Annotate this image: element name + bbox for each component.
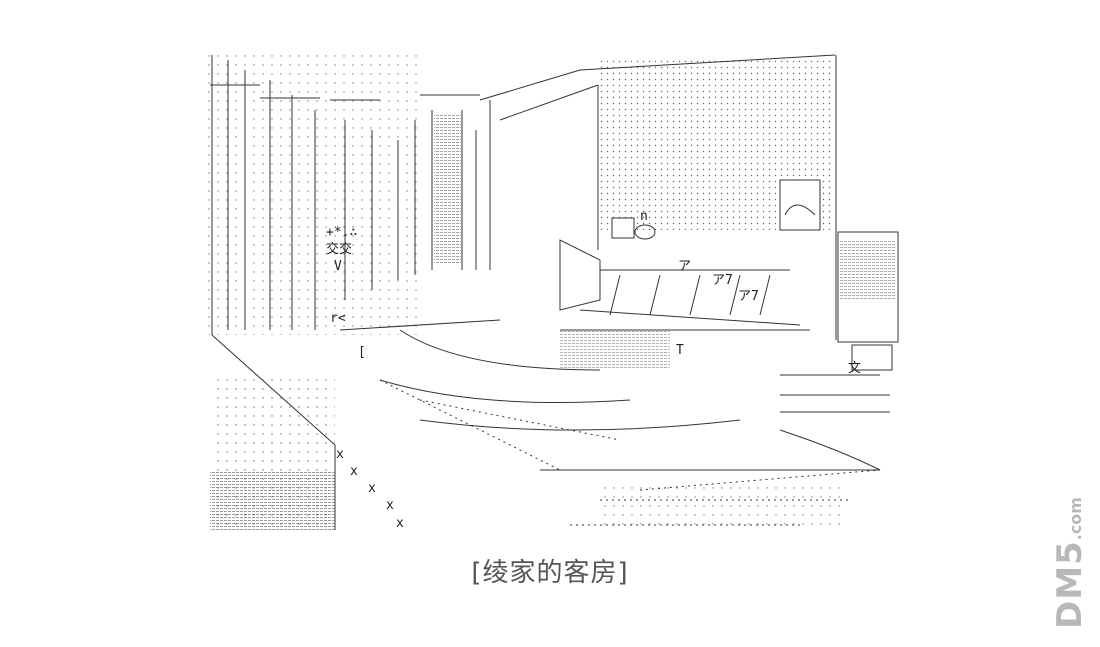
floor-mat-front	[600, 480, 840, 530]
right-furniture	[780, 231, 899, 413]
art-text: 交交	[326, 241, 352, 257]
art-text: +*.∴	[326, 225, 357, 240]
art-text: ア7	[712, 273, 733, 288]
watermark-suffix: .com	[1066, 497, 1085, 541]
doorway-hatch	[434, 115, 461, 265]
art-text: 文	[848, 361, 861, 376]
art-text: x	[350, 464, 358, 479]
ornament: +*.∴ 交交 V r< [ ア7 文 n x x x x x T ア ア7	[326, 209, 861, 531]
caption: [绫家的客房]	[471, 558, 629, 588]
art-text: ア7	[738, 289, 759, 304]
art-text: V	[334, 259, 342, 274]
right-furniture-hatch	[840, 240, 895, 300]
watermark-brand: DM5	[1050, 540, 1090, 629]
art-text: ア	[678, 259, 691, 274]
dm5-watermark: DM5.com	[1048, 488, 1092, 638]
back-window	[611, 179, 821, 240]
doorway	[431, 100, 491, 270]
art-text: [	[358, 345, 366, 360]
art-text: r<	[330, 311, 346, 326]
art-text: n	[640, 209, 648, 224]
left-wall-dots	[205, 55, 420, 335]
art-text: T	[676, 343, 684, 358]
art-text: x	[396, 516, 404, 531]
floor-mat-left-hatch	[210, 470, 335, 530]
art-text: x	[368, 481, 376, 496]
floor-center	[560, 330, 670, 370]
floor-trails	[379, 379, 881, 526]
art-text: x	[336, 447, 344, 462]
art-text: x	[386, 498, 394, 513]
bed-frame	[559, 239, 810, 331]
